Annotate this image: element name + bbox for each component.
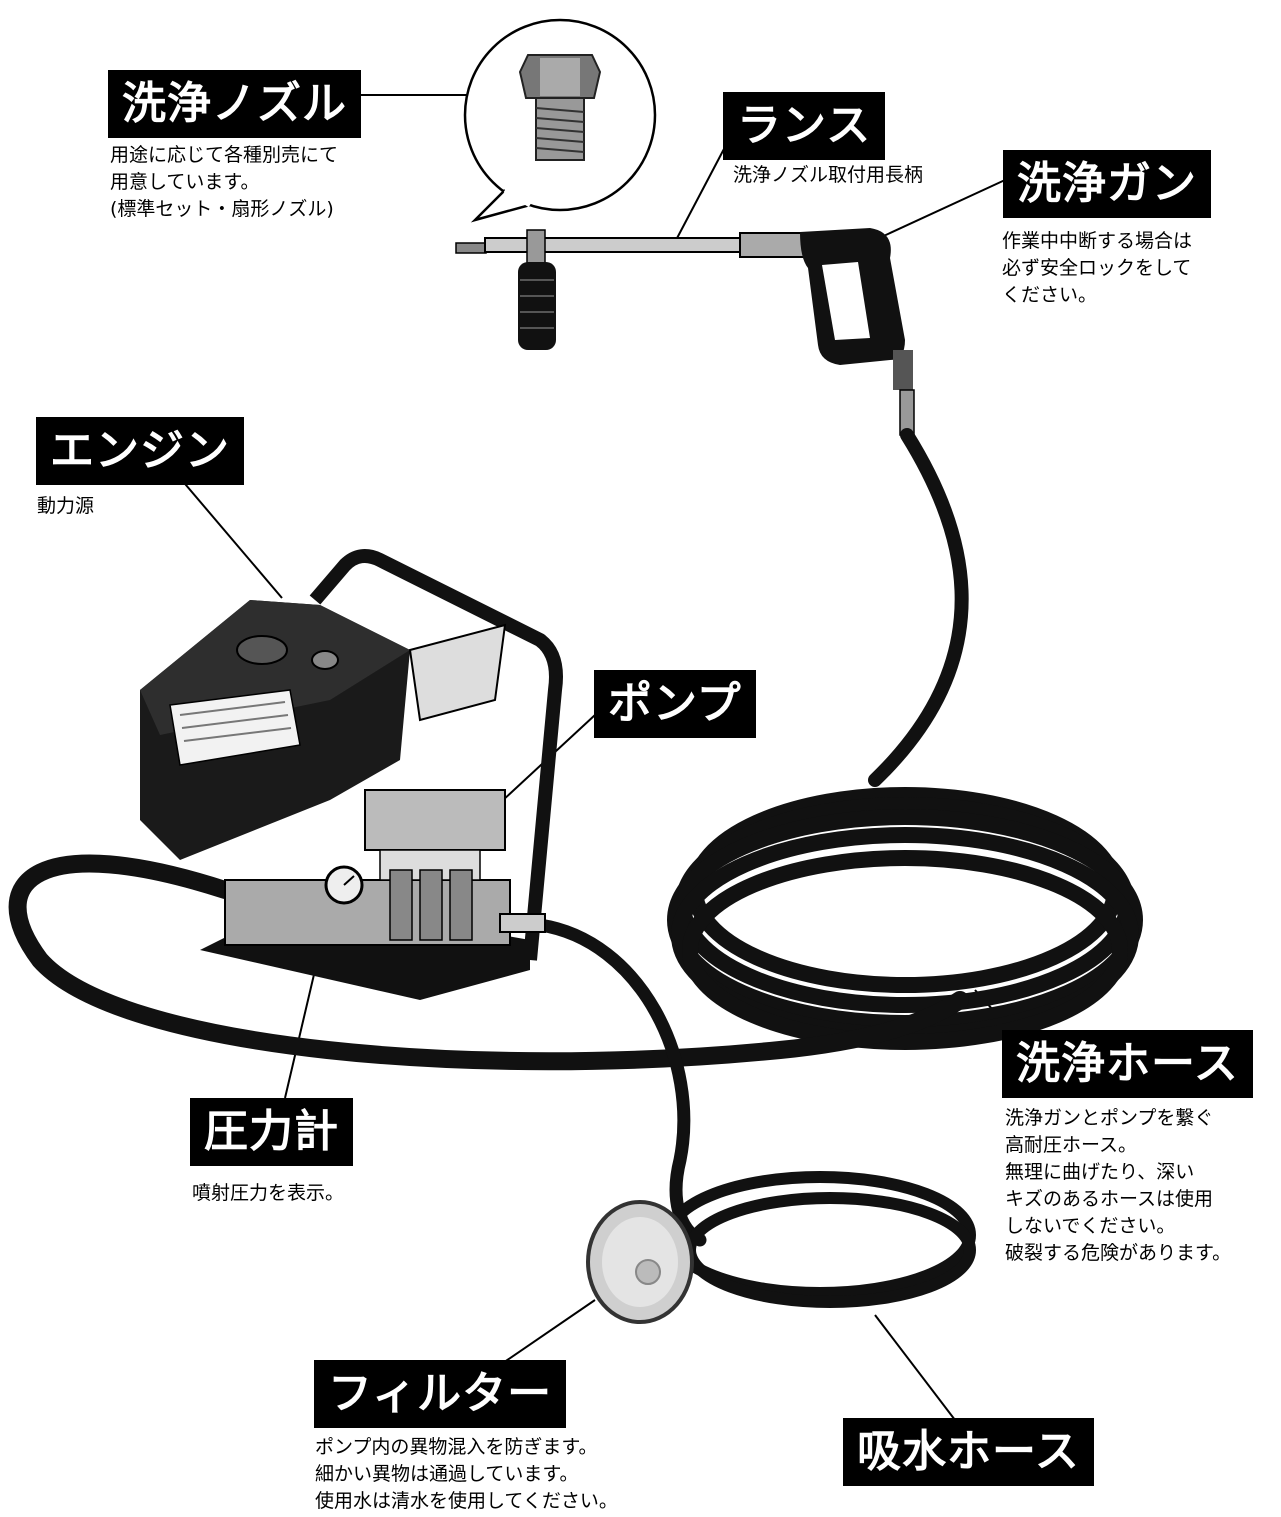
label-pump: ポンプ [594,670,756,738]
desc-lance: 洗浄ノズル取付用長柄 [733,162,923,189]
suction-coil [664,1171,976,1308]
leader-gun [874,179,1006,241]
desc-gauge-line: 噴射圧力を表示。 [192,1182,345,1204]
label-gauge: 圧力計 [190,1098,353,1166]
filter-drawing [586,1200,694,1324]
desc-hose-line: キズのあるホースは使用 [1005,1188,1214,1210]
desc-filter-line: 使用水は清水を使用してください。 [315,1490,618,1512]
gun-hose [868,428,969,787]
desc-nozzle-line: (標準セット・扇形ノズル) [110,198,334,220]
hose-coil [667,787,1143,1050]
engine-unit [140,549,563,1000]
gun-drawing [800,228,915,436]
desc-gun-line: 作業中中断する場合は [1002,230,1193,252]
desc-hose-line: 無理に曲げたり、深い [1005,1161,1195,1183]
desc-hose-line: 破裂する危険があります。 [1005,1242,1232,1264]
desc-nozzle: 用途に応じて各種別売にて 用意しています。 (標準セット・扇形ノズル) [110,142,338,223]
desc-gauge: 噴射圧力を表示。 [192,1180,344,1207]
desc-gun-line: 必ず安全ロックをして [1002,257,1192,279]
label-suction: 吸水ホース [843,1418,1094,1486]
label-nozzle: 洗浄ノズル [108,70,361,138]
desc-lance-line: 洗浄ノズル取付用長柄 [733,164,924,186]
leader-engine [179,477,283,599]
desc-filter-line: 細かい異物は通過しています。 [315,1463,579,1485]
leader-filter [499,1299,596,1366]
suction-hose-line [533,918,707,1247]
loop-hose [8,854,969,1071]
desc-hose-line: しないでください。 [1005,1215,1176,1237]
desc-hose-line: 洗浄ガンとポンプを繋ぐ [1005,1107,1214,1129]
label-filter: フィルター [314,1360,567,1428]
desc-filter: ポンプ内の異物混入を防ぎます。 細かい異物は通過しています。 使用水は清水を使用… [315,1434,618,1515]
label-lance: ランス [723,92,886,160]
desc-engine: 動力源 [37,493,94,520]
leader-suction [874,1314,956,1421]
lance-drawing [455,229,806,350]
desc-gun-line: ください。 [1002,284,1098,306]
desc-filter-line: ポンプ内の異物混入を防ぎます。 [315,1436,598,1458]
desc-gun: 作業中中断する場合は 必ず安全ロックをして ください。 [1002,228,1192,309]
label-hose: 洗浄ホース [1002,1030,1253,1098]
label-gun: 洗浄ガン [1003,150,1211,218]
desc-nozzle-line: 用意しています。 [110,171,260,193]
nozzle-callout [463,18,657,223]
label-engine: エンジン [36,417,244,485]
desc-nozzle-line: 用途に応じて各種別売にて [110,144,339,166]
desc-hose-line: 高耐圧ホース。 [1005,1134,1138,1156]
desc-engine-line: 動力源 [37,495,95,517]
desc-hose: 洗浄ガンとポンプを繋ぐ 高耐圧ホース。 無理に曲げたり、深い キズのあるホースは… [1005,1105,1231,1267]
